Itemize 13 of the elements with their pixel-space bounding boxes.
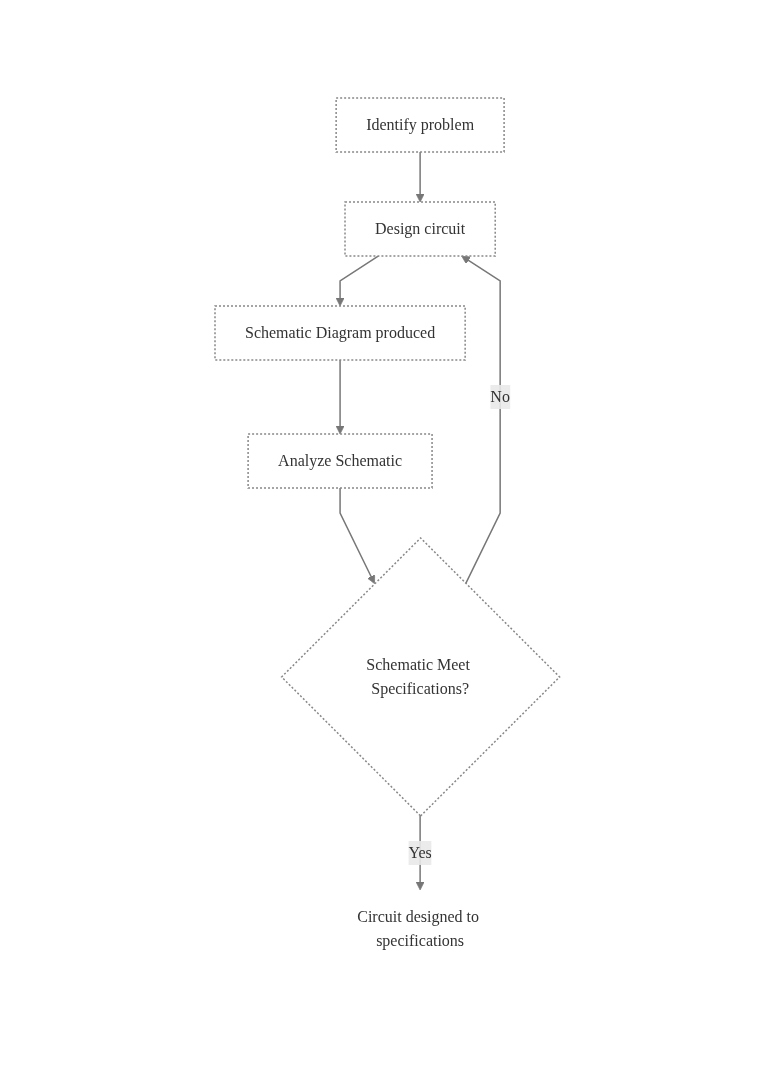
node-diamond: Schematic Meet Specifications?: [280, 536, 561, 817]
arrow: [335, 254, 379, 306]
node-box: Design circuit: [343, 200, 496, 257]
edge-label: Yes: [408, 843, 432, 861]
node-text: Circuit designed to specifications: [356, 907, 479, 949]
node-box: Identify problem: [335, 96, 505, 153]
node-box: Analyze Schematic: [247, 432, 433, 489]
arrow: [335, 358, 345, 434]
edge-label: No: [490, 387, 510, 405]
arrow: [460, 255, 501, 584]
arrow: [339, 486, 375, 584]
arrow: [415, 150, 425, 202]
node-box: Schematic Diagram produced: [213, 304, 466, 361]
